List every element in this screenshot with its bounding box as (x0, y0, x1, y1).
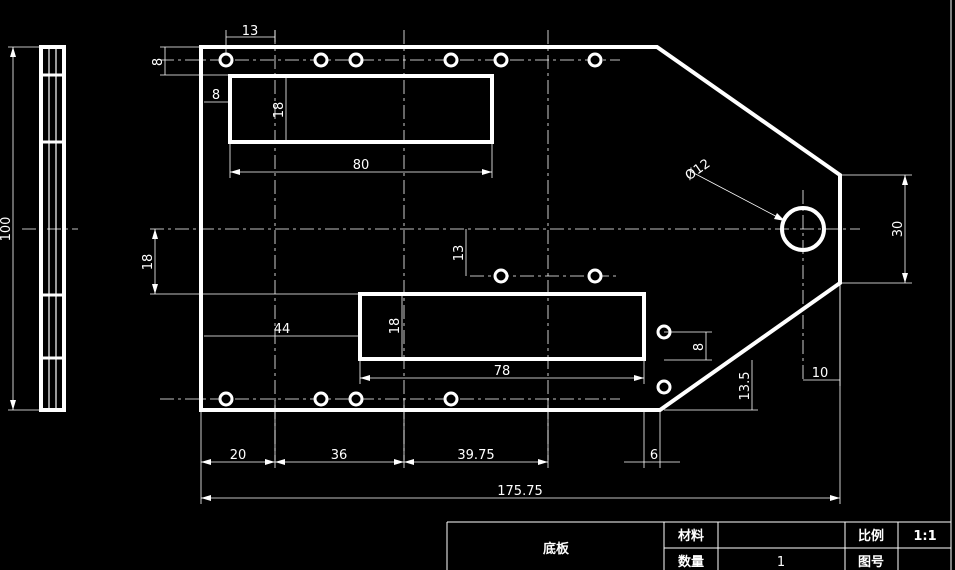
dimension-slot2-width: 78 (494, 364, 511, 379)
base-plate-view: 13 8 8 18 80 Ø12 30 18 13 44 18 78 8 13.… (10, 24, 912, 504)
dimension-spacing-4: 6 (650, 448, 658, 463)
dimension-left-offset: 18 (141, 254, 156, 271)
small-hole (493, 52, 509, 68)
dimension-hole-row-offset: 13 (452, 245, 467, 262)
title-block-scale-label: 比例 (858, 528, 884, 544)
side-view-outline (39, 45, 66, 412)
dimension-slot-offset: 8 (212, 88, 220, 103)
plate-outline (199, 45, 842, 412)
title-block-drawing-no-label: 图号 (858, 555, 884, 570)
title-block-part-name: 底板 (543, 541, 570, 557)
small-holes (218, 52, 672, 407)
small-hole (443, 52, 459, 68)
small-hole (313, 391, 329, 407)
dimension-spacing-2: 36 (331, 448, 348, 463)
small-hole (656, 379, 672, 395)
center-lines (150, 30, 860, 460)
dimension-lines (150, 30, 912, 504)
dimension-hole-diameter: Ø12 (683, 156, 714, 184)
dimension-side-height: 100 (0, 217, 14, 242)
small-hole (348, 52, 364, 68)
small-hole (348, 391, 364, 407)
dimension-arrows (10, 47, 908, 501)
dimension-small-hole-offset: 8 (692, 343, 707, 351)
small-hole (587, 268, 603, 284)
title-block: 底板 材料 比例 1:1 数量 1 图号 (446, 521, 951, 570)
dimension-spacing-1: 20 (230, 448, 247, 463)
title-block-quantity-value: 1 (777, 555, 785, 570)
small-hole (218, 52, 234, 68)
dimension-hole-offset: 13 (242, 24, 259, 39)
title-block-material-label: 材料 (678, 528, 704, 544)
dimension-chamfer-offset: 10 (812, 366, 829, 381)
dimension-bottom-hole-offset: 13.5 (738, 372, 753, 401)
dimension-total-length: 175.75 (497, 484, 543, 499)
title-block-quantity-label: 数量 (678, 554, 704, 570)
small-hole (218, 391, 234, 407)
title-block-scale-value: 1:1 (913, 529, 936, 544)
slot-upper (228, 74, 494, 144)
dimension-spacing-3: 39.75 (457, 448, 494, 463)
dimension-edge-offset-top: 8 (151, 58, 166, 66)
dimension-slot2-offset: 44 (274, 322, 291, 337)
small-hole (443, 391, 459, 407)
dimension-slot1-height: 18 (272, 102, 287, 119)
small-hole (313, 52, 329, 68)
dimension-right-edge-height: 30 (891, 221, 906, 238)
side-view: 100 (0, 45, 78, 412)
dimension-slot1-width: 80 (353, 158, 370, 173)
small-hole (587, 52, 603, 68)
small-hole (493, 268, 509, 284)
slot-lower (358, 292, 646, 361)
dimension-slot2-height: 18 (388, 318, 403, 335)
